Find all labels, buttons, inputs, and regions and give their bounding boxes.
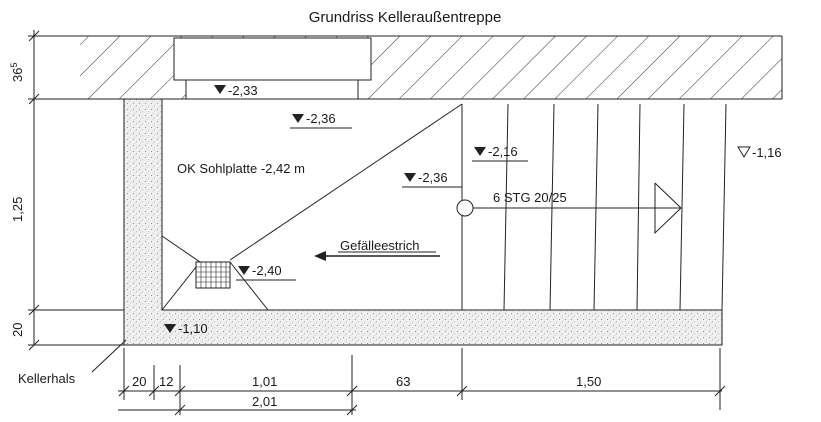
level-triangle-icon [238,266,250,275]
level-marker-116: -1,16 [737,145,782,160]
dim-depth-main: 1,25 [10,197,25,222]
concrete-walls [123,98,723,346]
dim-seg-101: 1,01 [252,374,277,389]
window-opening [173,37,372,100]
drawing-title: Grundriss Kelleraußentreppe [309,9,502,26]
stairs-label: 6 STG 20/25 [493,190,567,205]
sohlplatte-label: OK Sohlplatte -2,42 m [177,161,305,176]
stair-treads [503,103,727,311]
level-marker-240: -2,40 [236,263,296,281]
vertical-dimensions: 365 1,25 20 [9,30,124,351]
level-triangle-icon [292,114,304,123]
level-marker-110: -1,10 [164,321,208,336]
slope-arrow [314,251,440,261]
level-233-label: -2,33 [228,83,258,98]
level-triangle-icon [164,324,176,333]
dim-seg-12: 12 [159,374,173,389]
dim-seg-20: 20 [132,374,146,389]
level-marker-216: -2,16 [472,144,528,162]
kellerhals-label: Kellerhals [18,371,76,386]
level-216-label: -2,16 [488,144,518,159]
dim-depth-bottom: 20 [10,323,25,337]
stair-walk-line [456,182,682,235]
level-open-triangle-icon [737,146,751,158]
dim-wall-thickness: 365 [9,63,25,82]
level-triangle-icon [474,147,486,156]
level-triangle-icon [404,173,416,182]
level-240-label: -2,40 [252,263,282,278]
gefaelleestrich-label: Gefälleestrich [340,238,419,253]
dim-seg-150: 1,50 [576,374,601,389]
level-marker-233: -2,33 [214,83,258,98]
level-marker-236-mid: -2,36 [402,170,462,188]
level-116-label: -1,16 [752,145,782,160]
level-236-top-label: -2,36 [306,111,336,126]
horizontal-dimensions: 20 12 1,01 63 1,50 2,01 [118,348,726,416]
level-triangle-icon [214,85,226,94]
level-marker-236-top: -2,36 [290,111,352,129]
floor-drain [195,261,231,289]
dim-total-201: 2,01 [252,394,277,409]
dim-seg-63: 63 [396,374,410,389]
level-236-mid-label: -2,36 [418,170,448,185]
level-110-label: -1,10 [178,321,208,336]
